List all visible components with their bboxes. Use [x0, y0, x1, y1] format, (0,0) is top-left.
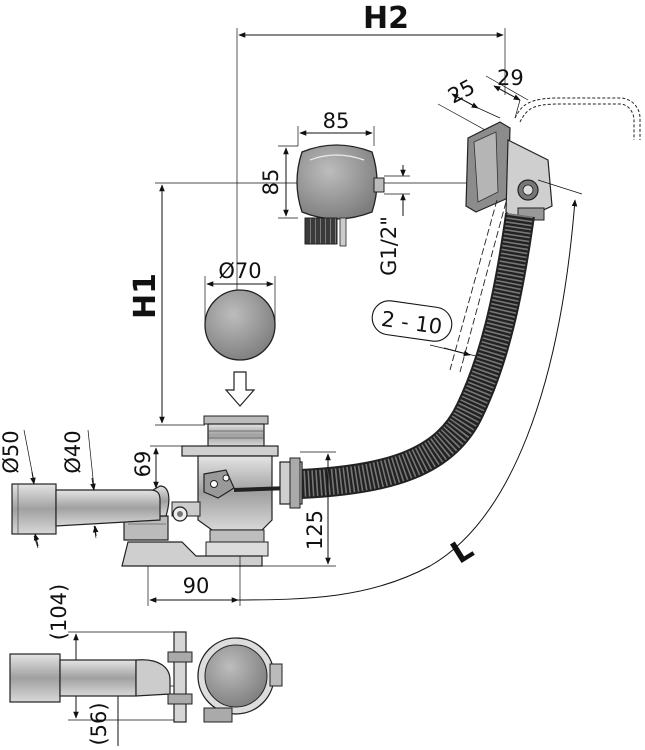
outlet-pipe: Ø50 Ø40 69: [0, 429, 182, 549]
dim-56: (56): [87, 702, 111, 745]
h1-dimension: H1: [128, 182, 470, 426]
dim-90: 90: [183, 574, 210, 598]
dim-25: 25: [444, 75, 479, 109]
l-label: L: [445, 531, 480, 571]
h2-dimension: H2: [236, 1, 506, 345]
h1-label: H1: [128, 273, 163, 319]
dim-70-diameter: Ø70: [218, 259, 261, 283]
dim-125-group: 125: [262, 451, 336, 567]
dim-69: 69: [131, 451, 155, 478]
dim-125: 125: [303, 510, 327, 550]
dim-85-width: 85: [323, 109, 350, 133]
thread-size-label: G1/2": [377, 216, 401, 276]
wall-thickness-lines: 2 - 10: [371, 199, 507, 373]
dim-104: (104): [47, 584, 71, 640]
dim-85-height: 85: [259, 169, 283, 196]
down-arrow-icon: [224, 371, 256, 407]
control-knob: 85 85 G1/2": [259, 109, 410, 276]
drain-plug: Ø70: [204, 259, 276, 407]
top-view: (104) (56): [9, 584, 283, 746]
dim-50-diameter: Ø50: [0, 430, 23, 473]
dim-90-group: 90: [147, 556, 241, 606]
drain-assembly: [121, 415, 303, 567]
flexible-hose: [299, 212, 535, 499]
dim-29: 29: [497, 66, 524, 90]
dim-40-diameter: Ø40: [61, 430, 85, 473]
h2-label: H2: [363, 1, 409, 36]
overflow-head: 25 29: [437, 66, 641, 223]
